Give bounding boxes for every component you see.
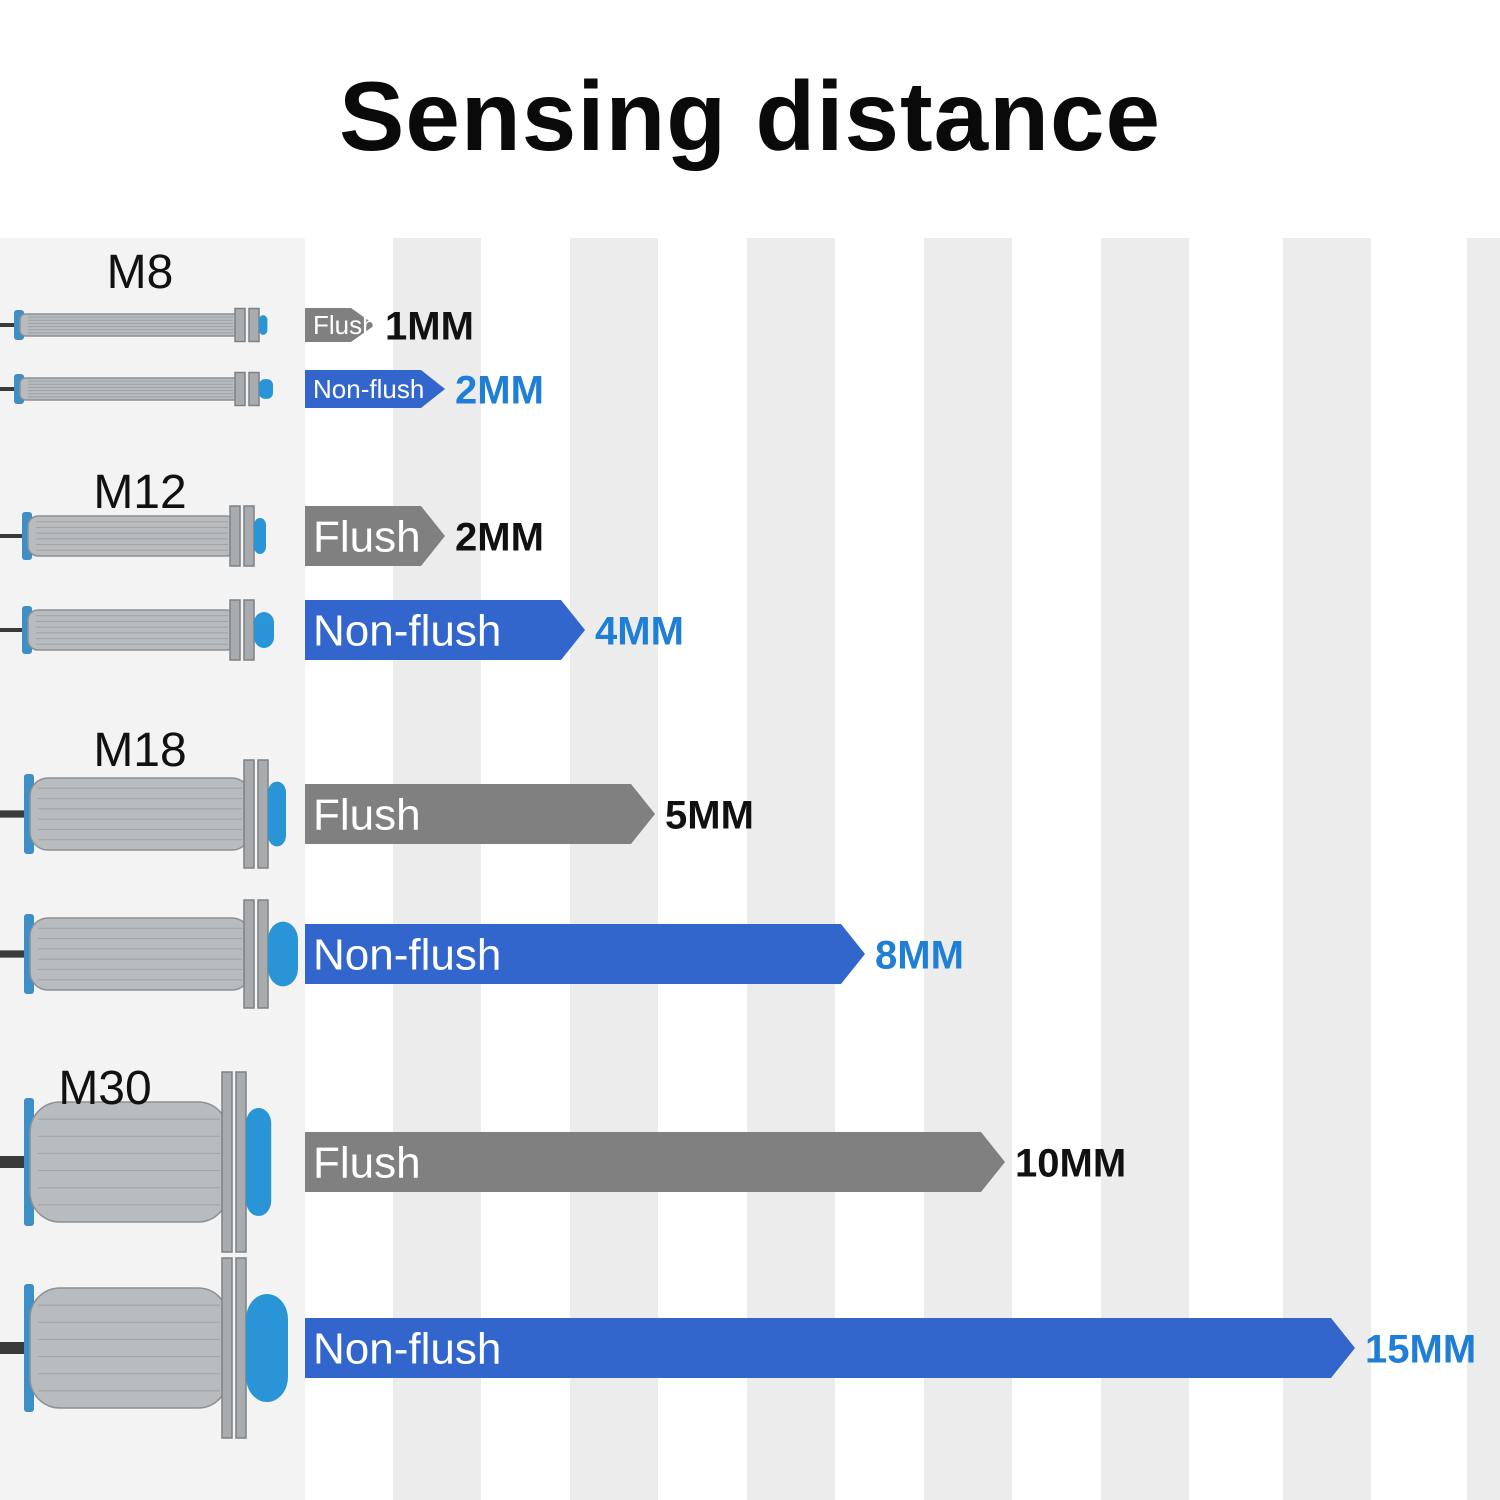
bar-type-label: Non-flush	[313, 1324, 501, 1373]
grid-stripe	[393, 238, 481, 1500]
group-label-m18: M18	[93, 724, 186, 777]
grid-stripe	[570, 238, 658, 1500]
sensor-images	[0, 307, 298, 1439]
grid-stripe	[1283, 238, 1371, 1500]
m8-sensor-icon	[0, 307, 268, 343]
bar-type-label: Flush	[313, 512, 421, 561]
bar-value-label: 8MM	[875, 933, 964, 977]
grid-stripe	[924, 238, 1012, 1500]
m30-sensor-icon	[0, 1257, 288, 1439]
bar-type-label: Non-flush	[313, 374, 424, 404]
m12-sensor-icon	[0, 599, 274, 661]
group-label-m8: M8	[107, 246, 174, 299]
background-stripes	[0, 238, 1500, 1500]
grid-stripe	[1467, 238, 1500, 1500]
group-label-m12: M12	[93, 466, 186, 519]
bar-m18-flush	[305, 784, 655, 844]
group-label-m30: M30	[58, 1062, 151, 1115]
m8-sensor-icon	[0, 371, 273, 407]
m18-sensor-icon	[0, 759, 286, 869]
bars: Flush 1MM Non-flush 2MM Flush 2MM Non-flush 4MM…	[305, 304, 1476, 1378]
bar-type-label: Flush	[313, 790, 421, 839]
bar-value-label: 15MM	[1365, 1327, 1476, 1371]
m18-sensor-icon	[0, 899, 298, 1009]
grid-stripe	[747, 238, 835, 1500]
bar-m8-non-flush	[305, 370, 445, 408]
bar-value-label: 2MM	[455, 368, 544, 412]
bar-type-label: Flush	[313, 1138, 421, 1187]
bar-value-label: 10MM	[1015, 1141, 1126, 1185]
page-title: Sensing distance	[338, 61, 1161, 171]
bar-m8-flush	[305, 308, 375, 342]
bar-type-label: Flush	[313, 310, 377, 340]
bar-m12-non-flush	[305, 600, 585, 660]
m30-sensor-icon	[0, 1071, 272, 1253]
bar-m30-non-flush	[305, 1318, 1355, 1378]
bar-value-label: 4MM	[595, 609, 684, 653]
bar-value-label: 2MM	[455, 515, 544, 559]
bar-type-label: Non-flush	[313, 930, 501, 979]
bar-m18-non-flush	[305, 924, 865, 984]
bar-type-label: Non-flush	[313, 606, 501, 655]
m12-sensor-icon	[0, 505, 266, 567]
bar-value-label: 1MM	[385, 304, 474, 348]
bar-value-label: 5MM	[665, 793, 754, 837]
bar-m12-flush	[305, 506, 445, 566]
bar-m30-flush	[305, 1132, 1005, 1192]
grid-stripe	[1101, 238, 1189, 1500]
